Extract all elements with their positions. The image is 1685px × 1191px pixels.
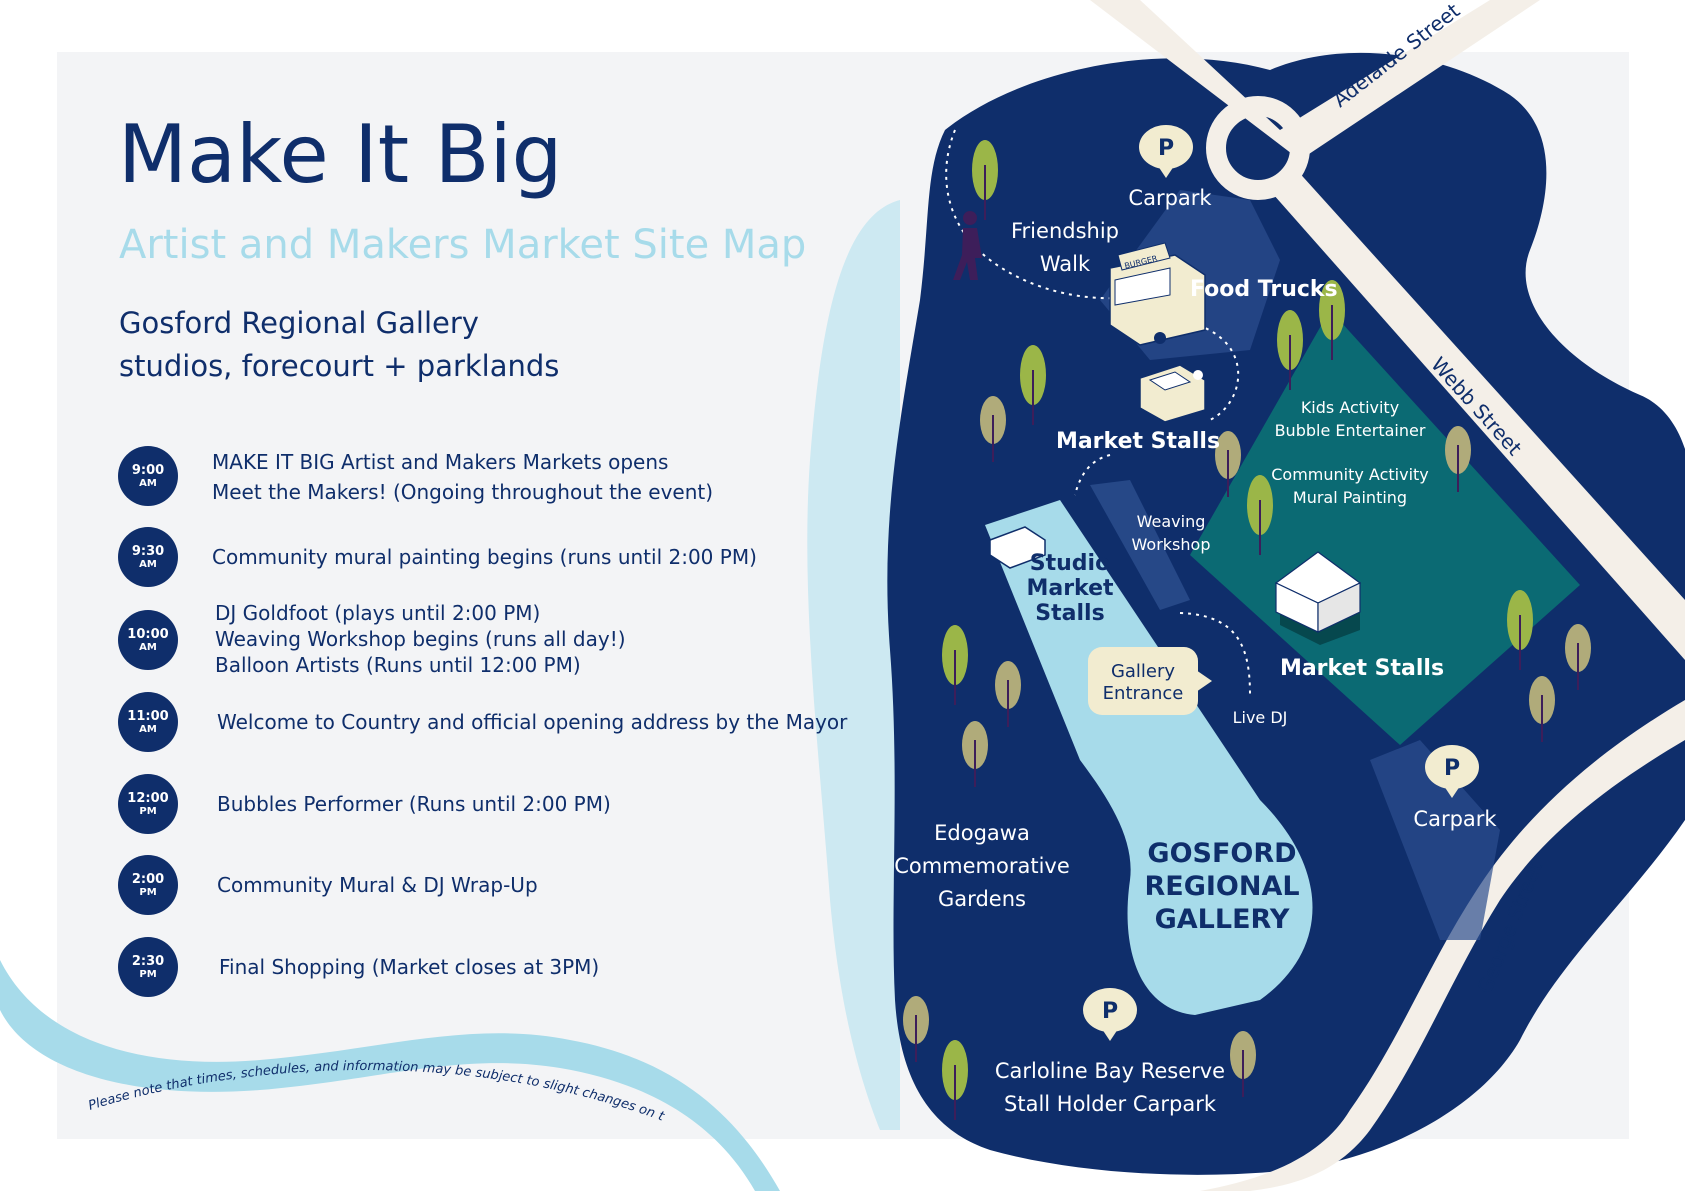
time-value: 10:00 <box>127 627 169 642</box>
desc-line: Welcome to Country and official opening … <box>217 710 848 734</box>
label-studio-1: Studio <box>1030 551 1110 576</box>
label-live-dj: Live DJ <box>1233 708 1288 727</box>
label-gallery-entrance-1: Gallery <box>1111 661 1175 682</box>
label-kids-activity-2: Bubble Entertainer <box>1275 421 1426 440</box>
label-gosford-3: GALLERY <box>1155 904 1290 935</box>
desc-line: Balloon Artists (Runs until 12:00 PM) <box>215 653 581 677</box>
gallery-building <box>985 500 1313 1015</box>
roundabout <box>1206 96 1310 200</box>
label-community-activity-2: Mural Painting <box>1293 488 1407 507</box>
label-carloline-2: Stall Holder Carpark <box>1004 1092 1217 1116</box>
parking-marker-right: P <box>1425 745 1479 798</box>
label-weaving-2: Workshop <box>1132 535 1211 554</box>
time-ampm: AM <box>139 478 157 489</box>
time-value: 9:00 <box>131 463 165 478</box>
label-market-stalls-left: Market Stalls <box>1056 429 1220 454</box>
label-friendship-walk-2: Walk <box>1040 252 1091 276</box>
schedule-desc: Community Mural & DJ Wrap-Up <box>217 872 538 898</box>
desc-line: Bubbles Performer (Runs until 2:00 PM) <box>217 792 611 816</box>
label-edogawa-3: Gardens <box>938 887 1026 911</box>
pavilion-icon <box>1274 551 1362 645</box>
gallery-entrance-marker <box>1088 647 1212 715</box>
venue-info: Gosford Regional Gallery studios, foreco… <box>119 302 559 388</box>
road-adelaide <box>1090 0 1540 160</box>
label-edogawa-2: Commemorative <box>894 854 1070 878</box>
parking-icon-bottom: P <box>1102 999 1118 1024</box>
schedule-desc: DJ Goldfoot (plays until 2:00 PM)Weaving… <box>215 600 626 678</box>
label-gosford-2: REGIONAL <box>1144 871 1299 902</box>
time-value: 2:30 <box>131 954 165 969</box>
river-band <box>807 200 900 1130</box>
carpark-area-right <box>1370 740 1500 940</box>
time-ampm: PM <box>139 806 157 817</box>
dj-path <box>1179 612 1251 696</box>
time-ampm: AM <box>139 559 157 570</box>
parking-marker-bottom: P <box>1083 988 1137 1041</box>
desc-line: DJ Goldfoot (plays until 2:00 PM) <box>215 601 541 625</box>
label-carloline-1: Carloline Bay Reserve <box>995 1059 1225 1083</box>
time-ampm: AM <box>139 724 157 735</box>
parking-icon-top: P <box>1158 136 1174 161</box>
label-edogawa-1: Edogawa <box>934 821 1030 845</box>
time-value: 2:00 <box>131 872 165 887</box>
label-community-activity-1: Community Activity <box>1271 465 1429 484</box>
time-value: 12:00 <box>127 791 169 806</box>
friendship-walk-path <box>945 129 1121 300</box>
venue-line-1: Gosford Regional Gallery <box>119 306 479 340</box>
desc-line: Meet the Makers! (Ongoing throughout the… <box>212 480 714 504</box>
desc-line: Final Shopping (Market closes at 3PM) <box>219 955 600 979</box>
label-kids-activity-1: Kids Activity <box>1301 398 1399 417</box>
time-ampm: PM <box>139 887 157 898</box>
label-gosford-1: GOSFORD <box>1147 838 1296 869</box>
schedule-desc: Community mural painting begins (runs un… <box>212 544 757 570</box>
desc-line: Community mural painting begins (runs un… <box>212 545 757 569</box>
label-food-trucks: Food Trucks <box>1190 277 1338 302</box>
schedule-desc: MAKE IT BIG Artist and Makers Markets op… <box>212 449 713 505</box>
label-carpark-right: Carpark <box>1413 807 1497 831</box>
page-title: Make It Big <box>118 108 563 201</box>
label-weaving-1: Weaving <box>1137 512 1206 531</box>
road-george <box>1200 700 1685 1191</box>
time-ampm: AM <box>139 642 157 653</box>
label-market-stalls-right: Market Stalls <box>1280 656 1444 681</box>
road-webb <box>1265 168 1685 660</box>
schedule-desc: Bubbles Performer (Runs until 2:00 PM) <box>217 791 611 817</box>
time-ampm: PM <box>139 969 157 980</box>
parking-marker-top: P <box>1139 125 1193 178</box>
label-friendship-walk-1: Friendship <box>1011 219 1119 243</box>
studio-stall-icon <box>989 526 1046 569</box>
desc-line: Weaving Workshop begins (runs all day!) <box>215 627 626 651</box>
label-studio-3: Stalls <box>1035 601 1104 626</box>
parking-icon-right: P <box>1444 756 1460 781</box>
label-studio-2: Market <box>1026 576 1114 601</box>
schedule-desc: Welcome to Country and official opening … <box>217 709 847 735</box>
weaving-area <box>1090 480 1190 610</box>
market-stall-icon <box>1139 364 1206 423</box>
river-wave <box>0 960 780 1191</box>
page-subtitle: Artist and Makers Market Site Map <box>119 222 807 268</box>
desc-line: Community Mural & DJ Wrap-Up <box>217 873 538 897</box>
walker-icon <box>953 211 982 280</box>
label-gallery-entrance-2: Entrance <box>1103 683 1184 704</box>
trees <box>903 140 1591 1120</box>
time-value: 9:30 <box>131 544 165 559</box>
schedule-desc: Final Shopping (Market closes at 3PM) <box>219 954 599 980</box>
venue-line-2: studios, forecourt + parklands <box>119 349 560 383</box>
desc-line: MAKE IT BIG Artist and Makers Markets op… <box>212 450 669 474</box>
time-value: 11:00 <box>127 709 169 724</box>
market-area <box>1190 310 1580 745</box>
food-truck-icon: BURGER <box>1109 242 1206 346</box>
label-carpark-top: Carpark <box>1128 186 1212 210</box>
